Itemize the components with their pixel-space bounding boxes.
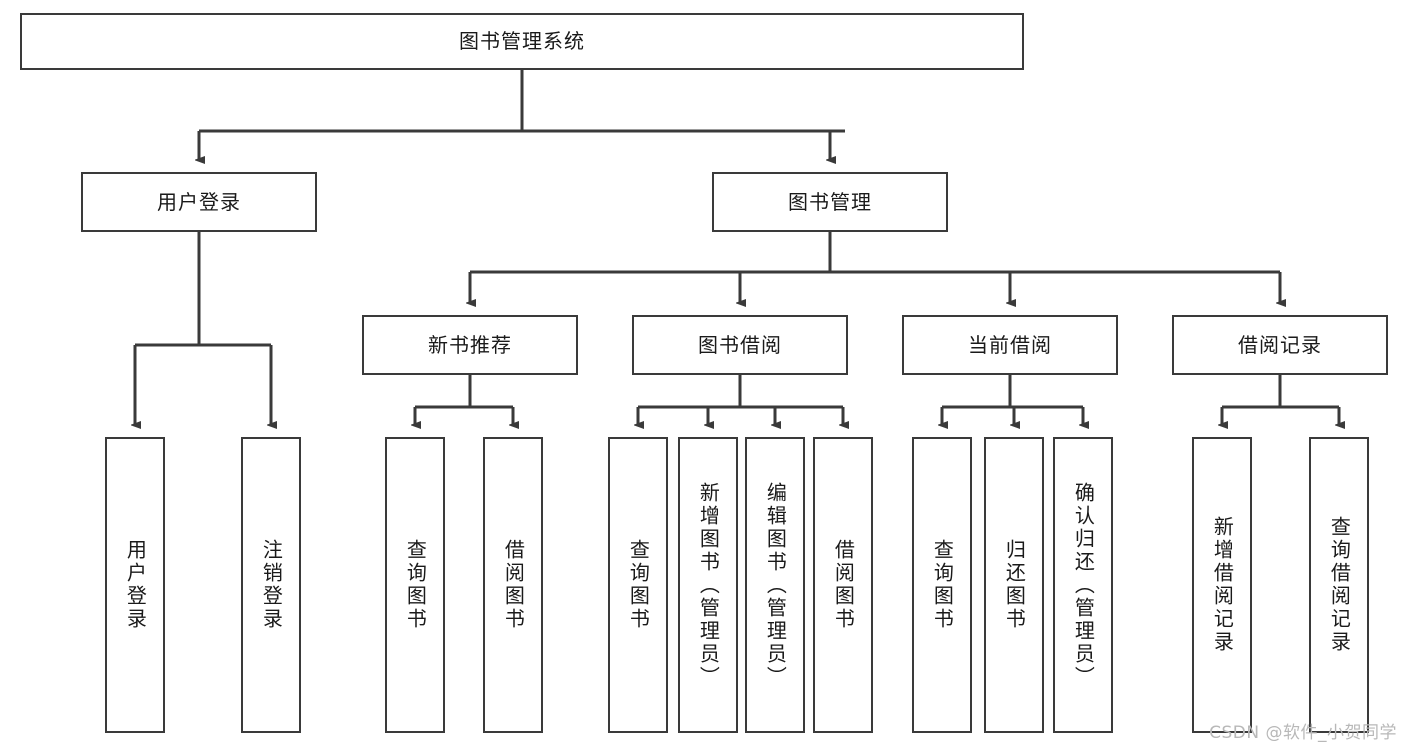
leaf-query-book-3[interactable]: 查询图书 xyxy=(912,437,972,733)
node-new-book-recommend[interactable]: 新书推荐 xyxy=(362,315,578,375)
leaf-user-login[interactable]: 用户登录 xyxy=(105,437,165,733)
leaf-borrow-book-2-label: 借阅图书 xyxy=(831,539,856,631)
node-book-manage-label: 图书管理 xyxy=(788,189,872,214)
node-new-book-recommend-label: 新书推荐 xyxy=(428,332,512,357)
leaf-add-record[interactable]: 新增借阅记录 xyxy=(1192,437,1252,733)
leaf-query-book-2-label: 查询图书 xyxy=(626,539,651,631)
leaf-return-book[interactable]: 归还图书 xyxy=(984,437,1044,733)
leaf-query-book-1-label: 查询图书 xyxy=(403,539,428,631)
leaf-edit-book[interactable]: 编辑图书（管理员） xyxy=(745,437,805,733)
node-current-borrow[interactable]: 当前借阅 xyxy=(902,315,1118,375)
leaf-logout-label: 注销登录 xyxy=(259,539,284,631)
node-user-login-label: 用户登录 xyxy=(157,189,241,214)
node-user-login[interactable]: 用户登录 xyxy=(81,172,317,232)
leaf-logout[interactable]: 注销登录 xyxy=(241,437,301,733)
leaf-add-book-label: 新增图书（管理员） xyxy=(696,481,721,689)
leaf-borrow-book-2[interactable]: 借阅图书 xyxy=(813,437,873,733)
leaf-query-book-3-label: 查询图书 xyxy=(930,539,955,631)
node-book-borrow[interactable]: 图书借阅 xyxy=(632,315,848,375)
node-root[interactable]: 图书管理系统 xyxy=(20,13,1024,70)
leaf-confirm-return[interactable]: 确认归还（管理员） xyxy=(1053,437,1113,733)
leaf-query-book-1[interactable]: 查询图书 xyxy=(385,437,445,733)
node-borrow-record[interactable]: 借阅记录 xyxy=(1172,315,1388,375)
leaf-user-login-label: 用户登录 xyxy=(123,539,148,631)
node-book-manage[interactable]: 图书管理 xyxy=(712,172,948,232)
leaf-borrow-book-1-label: 借阅图书 xyxy=(501,539,526,631)
leaf-confirm-return-label: 确认归还（管理员） xyxy=(1071,481,1096,689)
leaf-query-record[interactable]: 查询借阅记录 xyxy=(1309,437,1369,733)
leaf-edit-book-label: 编辑图书（管理员） xyxy=(763,481,788,689)
node-root-label: 图书管理系统 xyxy=(459,29,585,54)
csdn-watermark: CSDN @软件_小贺同学 xyxy=(1209,723,1397,743)
leaf-return-book-label: 归还图书 xyxy=(1002,539,1027,631)
node-current-borrow-label: 当前借阅 xyxy=(968,332,1052,357)
leaf-add-record-label: 新增借阅记录 xyxy=(1210,516,1235,654)
leaf-borrow-book-1[interactable]: 借阅图书 xyxy=(483,437,543,733)
leaf-add-book[interactable]: 新增图书（管理员） xyxy=(678,437,738,733)
node-borrow-record-label: 借阅记录 xyxy=(1238,332,1322,357)
node-book-borrow-label: 图书借阅 xyxy=(698,332,782,357)
leaf-query-book-2[interactable]: 查询图书 xyxy=(608,437,668,733)
leaf-query-record-label: 查询借阅记录 xyxy=(1327,516,1352,654)
